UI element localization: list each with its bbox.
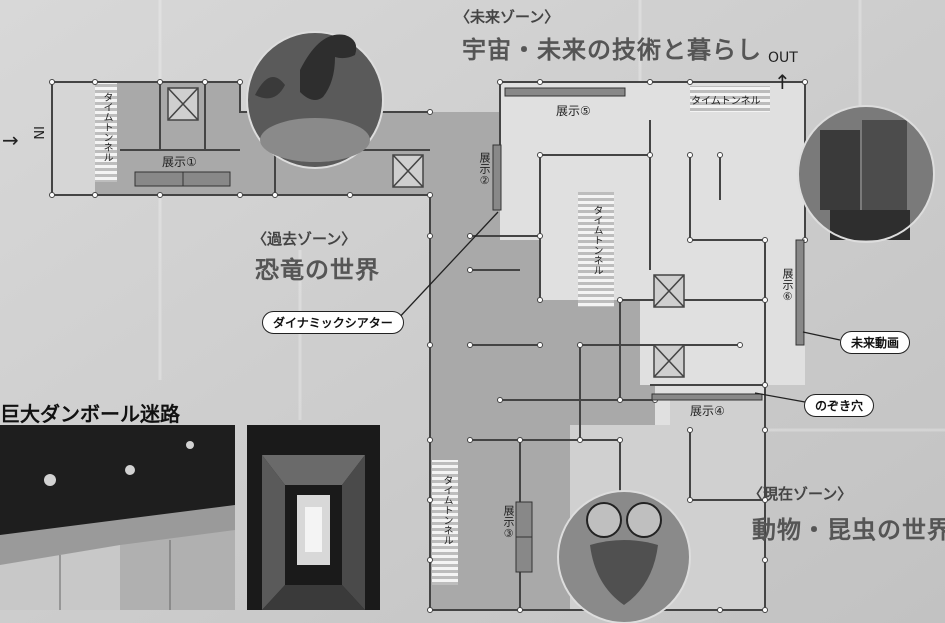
maze-photo-wide — [0, 425, 235, 610]
present-zone-subtitle: 〈現在ゾーン〉 — [748, 485, 853, 503]
peephole-callout: のぞき穴 — [804, 394, 875, 417]
exhibit-4-panel — [651, 393, 763, 401]
theater-callout: ダイナミックシアター — [262, 311, 404, 334]
exhibit-5-label: 展示⑤ — [556, 104, 591, 118]
exhibit-3-label: 展示③ — [502, 505, 515, 540]
maze-photo-corridor — [247, 425, 380, 610]
exhibit-2-panel — [492, 144, 502, 211]
entrance-arrow-icon: → — [2, 128, 19, 152]
future-zone-subtitle: 〈未来ゾーン〉 — [455, 8, 560, 26]
exhibit-6-label: 展示⑥ — [781, 268, 794, 303]
exhibit-4-label: 展示④ — [690, 404, 725, 418]
past-zone-subtitle: 〈過去ゾーン〉 — [252, 230, 357, 248]
dinosaur-photo — [246, 31, 384, 169]
exhibit-2-label: 展示② — [478, 152, 491, 187]
exit-arrow-icon: ↑ — [774, 70, 791, 94]
time-tunnel-label-3: タイムトンネル — [591, 205, 602, 275]
past-zone-title: 恐竜の世界 — [255, 256, 380, 284]
time-tunnel-label-1: タイムトンネル — [101, 92, 112, 162]
building-photo — [797, 105, 935, 243]
exhibit-1-label: 展示① — [162, 155, 197, 169]
exhibit-6-panel — [795, 239, 805, 346]
future-zone-title: 宇宙・未来の技術と暮らし — [462, 36, 762, 64]
entrance-label: IN — [30, 126, 45, 140]
exit-label: OUT — [768, 50, 798, 66]
time-tunnel-label-4: タイムトンネル — [441, 475, 452, 545]
exhibit-5-panel — [504, 87, 626, 97]
future-video-callout: 未来動画 — [840, 331, 911, 354]
present-zone-title: 動物・昆虫の世界 — [752, 516, 945, 544]
time-tunnel-label-2: タイムトンネル — [691, 96, 761, 107]
maze-section-title: 巨大ダンボール迷路 — [0, 402, 180, 426]
spider-photo — [557, 490, 691, 623]
